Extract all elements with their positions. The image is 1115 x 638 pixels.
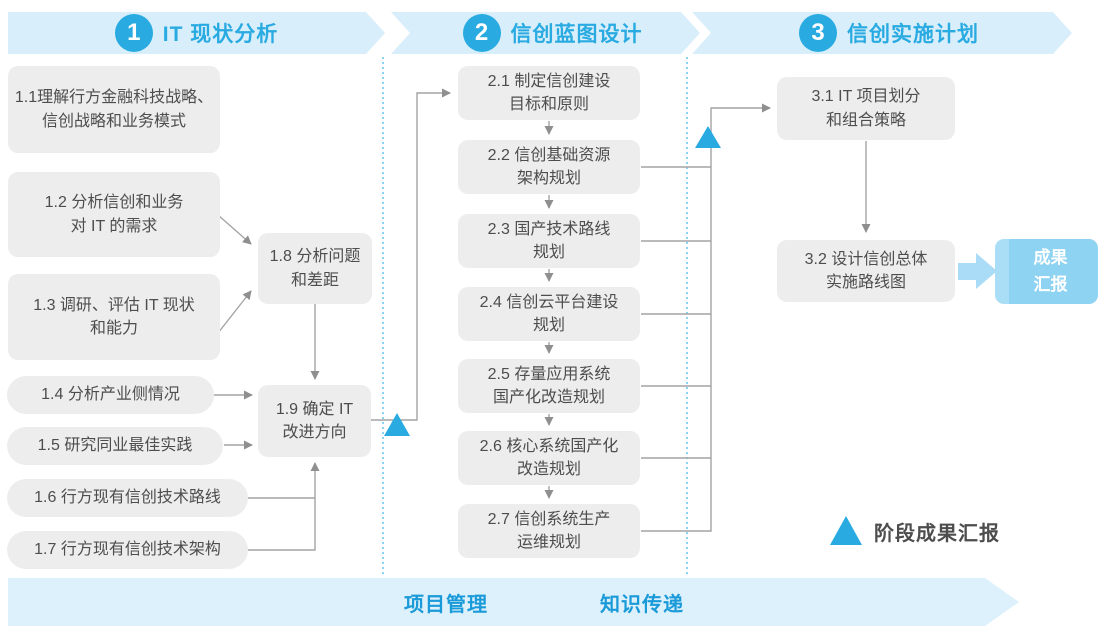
phase-banner-2: 2 信创蓝图设计: [391, 12, 700, 54]
footer-banner: 项目管理 知识传递: [8, 578, 1019, 626]
step-1-2-box: 1.2 分析信创和业务 对 IT 的需求: [8, 172, 220, 257]
step-2-7-box: 2.7 信创系统生产 运维规划: [458, 504, 640, 558]
step-1-6-pill: 1.6 行方现有信创技术路线: [7, 479, 248, 517]
legend-triangle-icon: [830, 516, 862, 545]
phase-banner-1: 1 IT 现状分析: [8, 12, 385, 54]
legend-label: 阶段成果汇报: [874, 522, 1000, 545]
step-1-1-box: 1.1理解行方金融科技战略、 信创战略和业务模式: [8, 66, 220, 153]
step-3-2-box: 3.2 设计信创总体 实施路线图: [777, 240, 955, 302]
step-1-5-pill: 1.5 研究同业最佳实践: [7, 427, 223, 465]
step-2-6-box: 2.6 核心系统国产化 改造规划: [458, 431, 640, 485]
step-1-4-pill: 1.4 分析产业侧情况: [7, 376, 214, 414]
phase-title: IT 现状分析: [162, 23, 279, 46]
milestone-triangle-phase1: [384, 413, 410, 436]
phase-number-badge: 1: [115, 14, 153, 52]
step-3-1-box: 3.1 IT 项目划分 和组合策略: [777, 77, 955, 140]
step-1-3-box: 1.3 调研、评估 IT 现状 和能力: [8, 274, 220, 360]
phase-title: 信创实施计划: [847, 23, 979, 46]
outcome-block-arrow-icon: [958, 253, 997, 289]
step-2-5-box: 2.5 存量应用系统 国产化改造规划: [458, 359, 640, 413]
outcome-report-box: 成果 汇报: [995, 239, 1098, 304]
footer-item-project-management: 项目管理: [404, 593, 488, 616]
footer-item-knowledge-transfer: 知识传递: [600, 593, 684, 616]
step-1-8-box: 1.8 分析问题 和差距: [258, 233, 372, 304]
phase-number-badge: 3: [799, 14, 837, 52]
step-2-4-box: 2.4 信创云平台建设 规划: [458, 287, 640, 341]
step-2-1-box: 2.1 制定信创建设 目标和原则: [458, 66, 640, 120]
step-2-2-box: 2.2 信创基础资源 架构规划: [458, 140, 640, 194]
phase-title: 信创蓝图设计: [510, 23, 643, 46]
step-1-7-pill: 1.7 行方现有信创技术架构: [7, 531, 248, 569]
step-2-3-box: 2.3 国产技术路线 规划: [458, 214, 640, 268]
phase-banner-3: 3 信创实施计划: [692, 12, 1072, 54]
milestone-triangle-phase2: [695, 126, 721, 148]
phase-number-badge: 2: [463, 14, 501, 52]
step-1-9-box: 1.9 确定 IT 改进方向: [258, 385, 371, 457]
